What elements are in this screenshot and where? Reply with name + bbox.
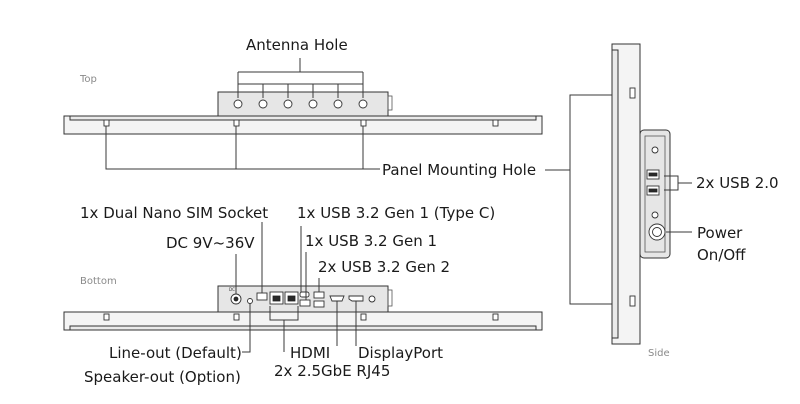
top-mount-hole-2 <box>233 119 240 127</box>
bottom-housing-side <box>387 289 393 307</box>
dc-in-jack-pin <box>233 296 239 302</box>
antenna-hole-5 <box>333 99 343 109</box>
usb32-gen2-port-1 <box>313 291 325 299</box>
callout-panel-mounting-hole: Panel Mounting Hole <box>382 161 536 179</box>
silk-dc: DC <box>229 287 235 292</box>
antenna-hole-2 <box>258 99 268 109</box>
callout-speaker: Speaker-out (Option) <box>84 368 241 386</box>
callout-lineout: Line-out (Default) <box>109 344 242 362</box>
top-panel <box>63 91 543 135</box>
rj45-port-2-contacts <box>287 295 296 302</box>
side-usb20-port-1-tongue <box>648 172 658 177</box>
view-label-side: Side <box>648 348 670 359</box>
callout-displayport: DisplayPort <box>358 344 443 362</box>
usb32-gen1-port <box>299 299 311 307</box>
antenna-hole-1 <box>233 99 243 109</box>
bottom-mount-hole-1 <box>103 313 110 321</box>
side-io-plate <box>644 135 666 253</box>
usb32-gen2-port-2 <box>313 300 325 308</box>
antenna-hole-6 <box>358 99 368 109</box>
hdmi-port <box>329 295 345 302</box>
sim-socket <box>256 292 268 301</box>
mounting-leader-lines <box>105 94 632 305</box>
callout-usb32-gen2: 2x USB 3.2 Gen 2 <box>318 258 450 276</box>
bottom-mount-hole-4 <box>492 313 499 321</box>
callout-power-line1: Power <box>697 224 743 242</box>
side-panel <box>611 43 671 345</box>
usb32-typec-port <box>299 291 310 298</box>
top-mount-hole-4 <box>492 119 499 127</box>
side-mount-hole-top <box>629 87 636 99</box>
bottom-panel-bezel <box>69 325 537 331</box>
callout-hdmi: HDMI <box>290 344 330 362</box>
side-usb20-port-2-tongue <box>648 188 658 193</box>
side-screw-bottom <box>651 211 659 219</box>
callout-antenna-hole: Antenna Hole <box>246 36 348 54</box>
side-mount-hole-bottom <box>629 295 636 307</box>
power-button-inner <box>652 227 662 237</box>
rj45-leader <box>269 306 299 352</box>
callout-usb32-gen1: 1x USB 3.2 Gen 1 <box>305 232 437 250</box>
side-screw-top <box>651 146 659 154</box>
top-housing-side <box>387 95 393 111</box>
antenna-leader-lines <box>237 58 364 98</box>
callout-usb20: 2x USB 2.0 <box>696 174 779 192</box>
view-label-top: Top <box>79 74 97 85</box>
callout-power-line2: On/Off <box>697 246 746 264</box>
lineout-leader <box>242 304 251 353</box>
top-mount-hole-3 <box>360 119 367 127</box>
antenna-hole-4 <box>308 99 318 109</box>
side-panel-glass <box>611 49 619 339</box>
top-panel-bezel <box>69 115 537 121</box>
callout-usb32-typec: 1x USB 3.2 Gen 1 (Type C) <box>297 204 495 222</box>
bottom-screw <box>368 295 376 303</box>
displayport-port <box>348 295 364 302</box>
usb20-leader <box>664 175 692 191</box>
bottom-mount-hole-3 <box>360 313 367 321</box>
view-label-bottom: Bottom <box>80 276 117 287</box>
bottom-leader-lines <box>235 222 357 353</box>
bottom-panel: DC <box>63 285 543 331</box>
lineout-jack <box>247 298 253 304</box>
rj45-port-1-contacts <box>272 295 281 302</box>
callout-dc: DC 9V~36V <box>166 234 255 252</box>
callout-sim: 1x Dual Nano SIM Socket <box>80 204 268 222</box>
bottom-mount-hole-2 <box>233 313 240 321</box>
callout-rj45: 2x 2.5GbE RJ45 <box>274 362 390 380</box>
top-mount-hole-1 <box>103 119 110 127</box>
antenna-hole-3 <box>283 99 293 109</box>
